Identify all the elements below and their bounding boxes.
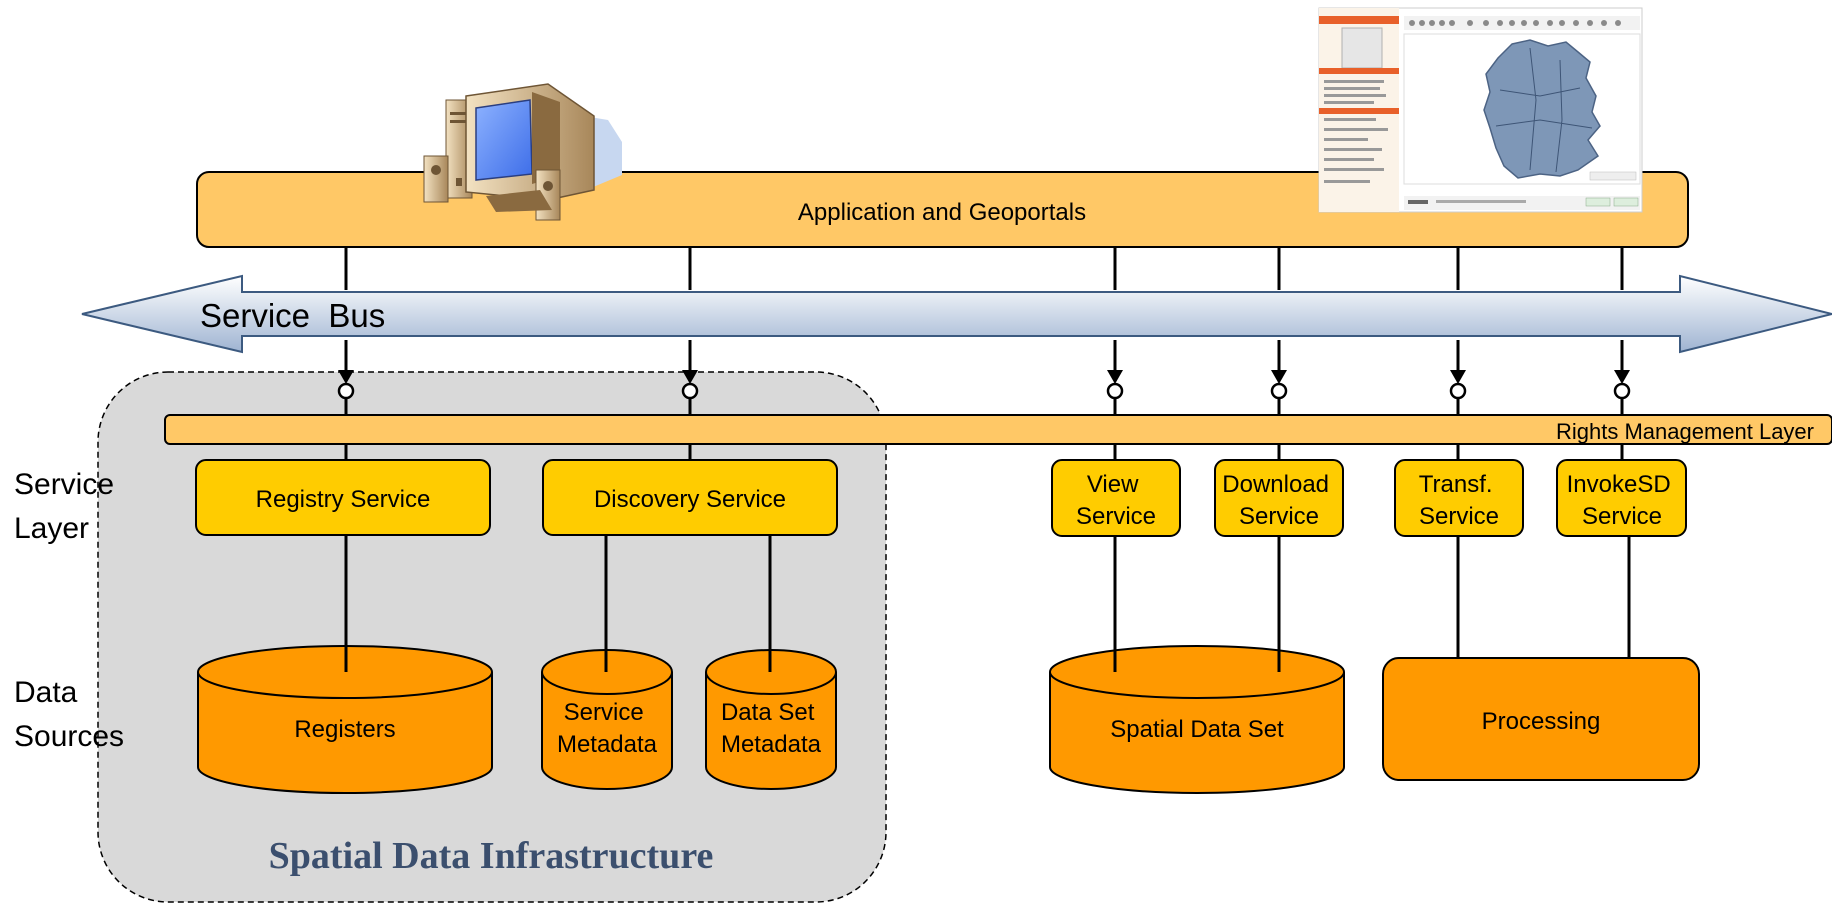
svg-text:Spatial Data Set: Spatial Data Set [1110,716,1284,743]
rights-management-label: Rights Management Layer [1556,419,1814,444]
socket-stems [344,398,1624,415]
registry-service-box: Registry Service [195,459,491,536]
rights-management-layer [164,414,1832,445]
connector-lines [344,247,1624,372]
svg-text:Transf. Service: Transf. Service [1419,471,1499,530]
processing-box: Processing [1382,657,1700,781]
germany-map-icon [1483,39,1601,179]
connector-arrowheads [338,370,1630,384]
row-label-data-sources: Data Sources [14,676,124,753]
view-service-box: View Service [1051,459,1181,537]
service-bus-label: Service Bus [200,297,385,334]
sdi-title: Spatial Data Infrastructure [269,835,714,877]
application-bar-label: Application and Geoportals [798,199,1086,226]
geoportal-screenshot-icon [1318,7,1643,213]
dataset-metadata-datastore: Data Set Metadata [705,649,837,790]
svg-text:Discovery Service: Discovery Service [594,486,786,513]
service-bus-arrow [81,274,1832,354]
service-metadata-datastore: Service Metadata [541,649,673,790]
layer-to-service-lines [344,444,1624,460]
svg-text:Registers: Registers [294,716,395,743]
svg-text:Registry Service: Registry Service [256,486,431,513]
svg-text:Service Metadata: Service Metadata [557,699,658,758]
desktop-computer-icon [423,83,622,221]
row-label-service-layer: Service Layer [14,468,122,545]
registers-datastore: Registers [197,645,493,794]
svg-text:View Service: View Service [1076,471,1156,530]
invokesd-service-box: InvokeSD Service [1556,459,1687,537]
download-service-box: Download Service [1214,459,1344,537]
svg-text:Processing: Processing [1482,708,1601,735]
spatial-data-set-datastore: Spatial Data Set [1049,645,1345,794]
svg-text:Download Service: Download Service [1222,471,1335,530]
svg-text:Data Set Metadata: Data Set Metadata [721,699,822,758]
sdi-region [97,371,887,903]
svg-text:InvokeSD Service: InvokeSD Service [1567,471,1678,530]
discovery-service-box: Discovery Service [542,459,838,536]
transf-service-box: Transf. Service [1394,459,1524,537]
